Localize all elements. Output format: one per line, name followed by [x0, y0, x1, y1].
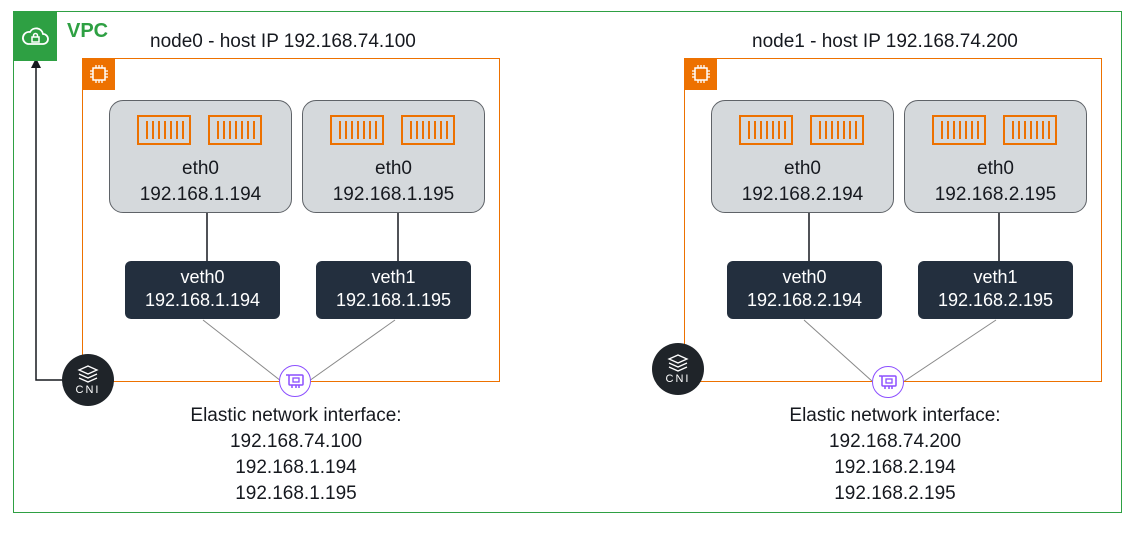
veth-ip: 192.168.2.195	[937, 290, 1054, 310]
eni-ip: 192.168.74.200	[828, 431, 962, 452]
vpc-cloud-lock-icon	[13, 11, 57, 61]
cni-cube-icon	[667, 353, 689, 372]
veth-name: veth0	[782, 267, 827, 287]
pod-ip: 192.168.1.195	[332, 184, 455, 205]
container-icon	[932, 115, 986, 145]
container-icon	[137, 115, 191, 145]
eni-ip: 192.168.1.194	[235, 457, 357, 478]
pod: eth0 192.168.1.195	[302, 100, 485, 213]
pod-ip: 192.168.1.194	[139, 184, 262, 205]
vpc-label: VPC	[67, 20, 109, 42]
cni-cube-icon	[77, 364, 99, 383]
pod-ip: 192.168.2.194	[741, 184, 864, 205]
node-title: node1 - host IP 192.168.74.200	[752, 31, 1018, 52]
cni-icon: CNI	[62, 354, 114, 406]
veth-name: veth0	[180, 267, 225, 287]
container-icon	[330, 115, 384, 145]
node-title: node0 - host IP 192.168.74.100	[150, 31, 416, 52]
ec2-chip-icon	[82, 58, 115, 90]
pod-interface: eth0	[784, 158, 821, 179]
eni-info: Elastic network interface: 192.168.74.20…	[750, 403, 1040, 507]
veth-eni-link	[902, 319, 997, 383]
veth-ip: 192.168.2.194	[746, 290, 863, 310]
veth-name: veth1	[371, 267, 416, 287]
network-card-icon	[872, 366, 904, 398]
pod: eth0 192.168.2.194	[711, 100, 894, 213]
eni-ip: 192.168.74.100	[229, 431, 363, 452]
pod-interface: eth0	[977, 158, 1014, 179]
ec2-chip-icon	[684, 58, 717, 90]
veth-eni-link	[202, 319, 282, 382]
eni-ip: 192.168.2.194	[834, 457, 956, 478]
container-icon	[208, 115, 262, 145]
cni-label: CNI	[75, 383, 101, 396]
eni-info: Elastic network interface: 192.168.74.10…	[151, 403, 441, 507]
veth-ip: 192.168.1.194	[144, 290, 261, 310]
veth-box: veth0 192.168.2.194	[727, 261, 882, 319]
veth-name: veth1	[973, 267, 1018, 287]
network-card-icon	[279, 365, 311, 397]
pod: eth0 192.168.1.194	[109, 100, 292, 213]
cni-to-vpc-arrow	[35, 62, 62, 381]
container-icon	[739, 115, 793, 145]
eni-ip: 192.168.2.195	[834, 483, 956, 504]
eni-title: Elastic network interface:	[190, 405, 402, 426]
container-icon	[401, 115, 455, 145]
veth-box: veth1 192.168.2.195	[918, 261, 1073, 319]
arrow-head	[31, 58, 41, 68]
veth-eni-link	[803, 319, 874, 383]
veth-box: veth1 192.168.1.195	[316, 261, 471, 319]
cni-icon: CNI	[652, 343, 704, 395]
container-icon	[810, 115, 864, 145]
cni-label: CNI	[665, 372, 691, 385]
eni-ip: 192.168.1.195	[235, 483, 357, 504]
pod-interface: eth0	[375, 158, 412, 179]
veth-box: veth0 192.168.1.194	[125, 261, 280, 319]
container-icon	[1003, 115, 1057, 145]
pod-ip: 192.168.2.195	[934, 184, 1057, 205]
veth-eni-link	[308, 319, 396, 382]
pod-interface: eth0	[182, 158, 219, 179]
eni-title: Elastic network interface:	[789, 405, 1001, 426]
veth-ip: 192.168.1.195	[335, 290, 452, 310]
pod: eth0 192.168.2.195	[904, 100, 1087, 213]
